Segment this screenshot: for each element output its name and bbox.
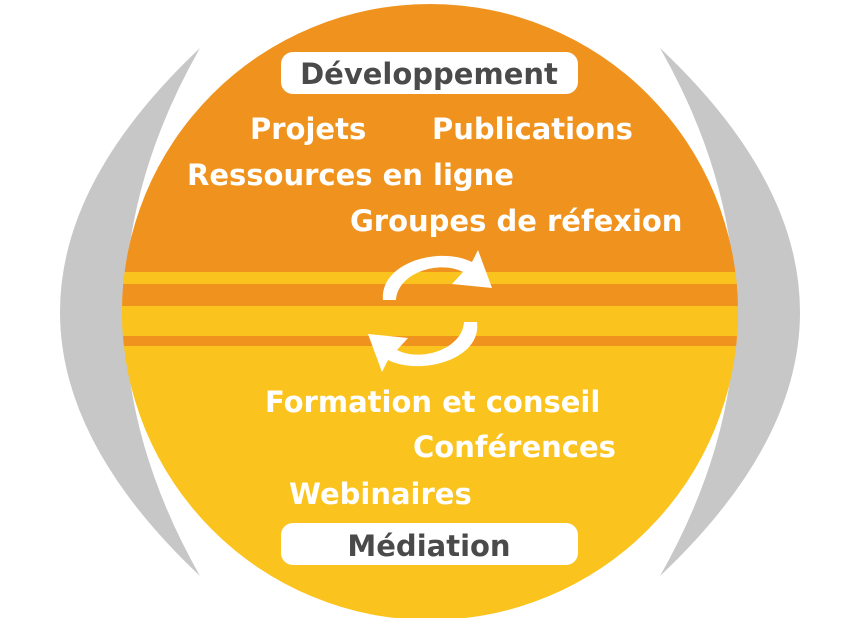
cycle-arrows-icon <box>368 250 492 372</box>
bottom-item: Formation et conseil <box>265 385 600 419</box>
top-half <box>122 4 738 296</box>
top-item: Groupes de réfexion <box>350 204 682 238</box>
stripe <box>122 272 738 284</box>
bottom-item: Webinaires <box>289 477 472 511</box>
top-item: Publications <box>432 112 633 146</box>
bottom-title: Médiation <box>347 529 510 563</box>
left-arc <box>60 48 200 576</box>
stripe <box>122 336 738 346</box>
right-arc <box>660 48 800 576</box>
stripe <box>122 306 738 336</box>
top-title-pill <box>281 52 578 94</box>
top-item: Ressources en ligne <box>187 158 514 192</box>
top-title: Développement <box>300 57 558 91</box>
stripe <box>122 284 738 306</box>
bottom-item: Conférences <box>413 430 616 464</box>
top-item: Projets <box>250 112 366 146</box>
bottom-title-pill <box>281 523 578 565</box>
